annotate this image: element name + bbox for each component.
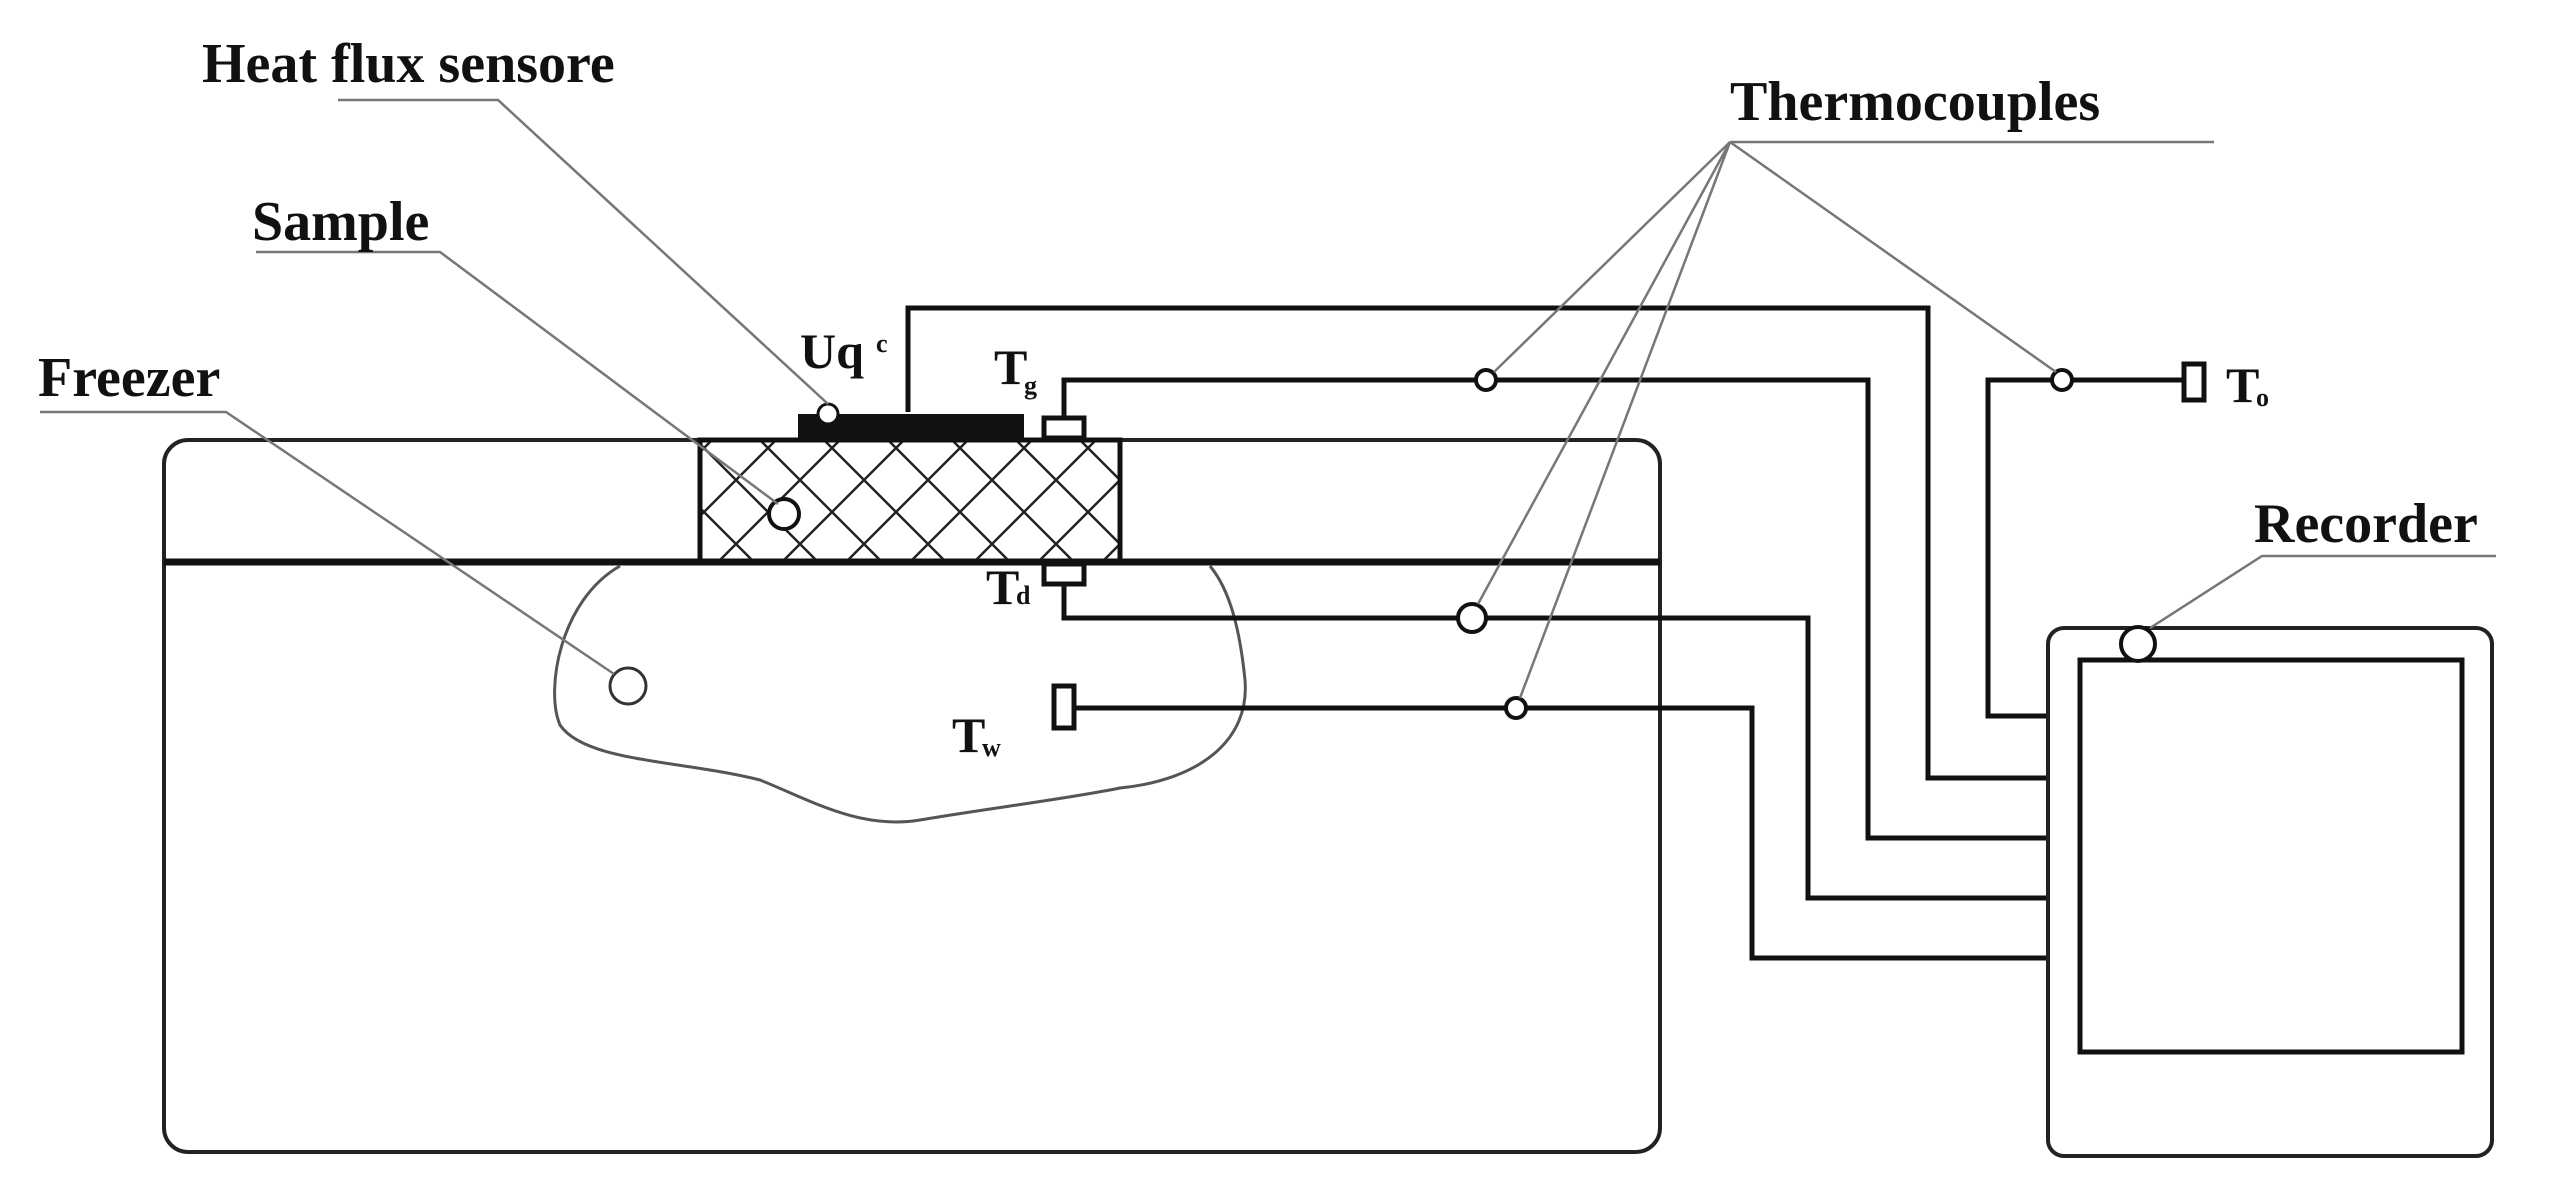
signal-wires — [905, 305, 2184, 961]
svg-text:d: d — [1016, 581, 1031, 610]
leader-sample — [256, 250, 779, 506]
junction-tg — [1474, 368, 1498, 392]
heat-flux-sensor-marker — [816, 402, 840, 426]
to-sensor — [2181, 361, 2207, 403]
leader-thermocouple-tg — [1493, 141, 1731, 373]
svg-text:T: T — [2226, 357, 2259, 413]
freezer-contents-outline — [553, 564, 1247, 824]
label-tg: T g — [994, 339, 1037, 400]
leader-thermocouple-td — [1476, 141, 1732, 605]
junction-to — [2050, 368, 2074, 392]
leader-freezer — [40, 410, 615, 676]
wire-tg — [1061, 377, 2048, 841]
wire-tw — [1074, 705, 2048, 961]
junction-td — [1456, 602, 1488, 634]
label-heat-flux-sensor: Heat flux sensore — [202, 33, 615, 95]
wire-to — [1985, 377, 2184, 719]
svg-text:c: c — [876, 329, 888, 358]
recorder-marker — [2119, 625, 2157, 663]
label-tw: T w — [952, 707, 1001, 763]
svg-text:T: T — [994, 339, 1027, 395]
label-recorder: Recorder — [2254, 493, 2478, 555]
leader-thermocouple-tw — [1518, 141, 1732, 699]
wire-uq — [905, 305, 2048, 781]
label-to: T o — [2226, 357, 2269, 413]
sample-block — [697, 437, 1123, 565]
svg-text:Uq: Uq — [800, 323, 864, 379]
recorder-case — [2046, 626, 2494, 1158]
leader-thermocouple-to — [1729, 140, 2057, 374]
sample-marker — [767, 497, 801, 531]
svg-text:T: T — [986, 559, 1019, 615]
recorder-screen — [2077, 657, 2465, 1055]
thermocouple-junctions — [1456, 368, 2074, 720]
label-uq: Uq c — [800, 323, 888, 379]
label-sample: Sample — [252, 191, 429, 253]
wire-td — [1061, 584, 2048, 901]
label-thermocouples: Thermocouples — [1730, 71, 2100, 133]
freezer-marker — [608, 666, 648, 706]
label-td: T d — [986, 559, 1031, 615]
td-sensor — [1041, 561, 1087, 587]
tw-sensor — [1051, 683, 1077, 731]
svg-text:o: o — [2256, 383, 2269, 412]
recorder — [2046, 625, 2494, 1158]
label-freezer: Freezer — [38, 347, 220, 409]
svg-text:w: w — [982, 733, 1001, 762]
leader-heat-flux-sensor — [338, 98, 829, 405]
leader-lines — [40, 98, 2496, 699]
svg-text:T: T — [952, 707, 985, 763]
junction-tw — [1504, 696, 1528, 720]
svg-text:g: g — [1024, 371, 1037, 400]
leader-recorder — [2149, 554, 2496, 630]
tg-sensor — [1041, 415, 1087, 441]
